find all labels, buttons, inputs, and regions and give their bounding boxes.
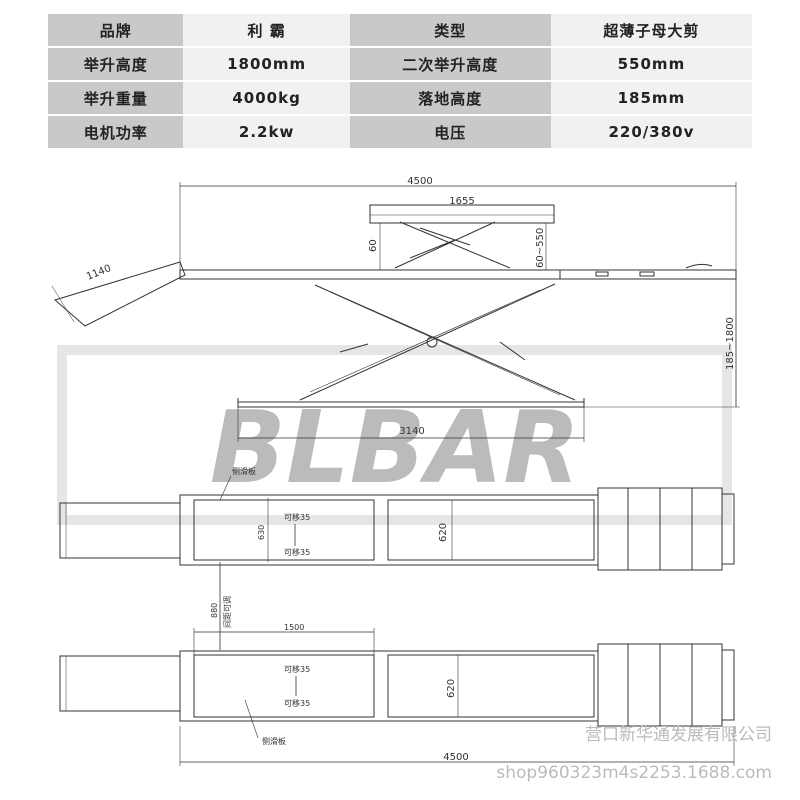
spec-value: 4000kg — [183, 81, 350, 116]
spec-key: 类型 — [349, 14, 551, 48]
dim-secondary-offset: 60 — [368, 239, 379, 252]
dim-gap: 880 — [210, 603, 219, 618]
spec-key: 电机功率 — [48, 115, 184, 150]
dim-width-inner: 620 — [438, 523, 449, 542]
dim-width-inner-2: 620 — [446, 679, 457, 698]
dim-overall-length: 4500 — [407, 176, 432, 187]
top-view-1 — [59, 475, 735, 650]
spec-value: 超薄子母大剪 — [550, 14, 752, 48]
spec-value: 1800mm — [183, 47, 350, 82]
dim-lift-range: 185~1800 — [725, 317, 736, 370]
spec-key: 品牌 — [48, 14, 184, 48]
move-label-down: 可移35 — [284, 547, 310, 557]
spec-value: 185mm — [550, 81, 752, 116]
move-label-down-2: 可移35 — [284, 698, 310, 708]
spec-row: 举升高度 1800mm 二次举升高度 550mm — [48, 47, 752, 82]
spec-key: 举升重量 — [48, 81, 184, 116]
spec-value: 2.2kw — [183, 115, 350, 150]
spec-key: 电压 — [349, 115, 551, 150]
spec-key: 落地高度 — [349, 81, 551, 116]
spec-value: 550mm — [550, 47, 752, 82]
spec-key: 二次举升高度 — [349, 47, 551, 82]
dim-secondary-length: 1500 — [284, 623, 304, 632]
spec-value: 220/380v — [550, 115, 752, 150]
watermark-logo: BLBAR — [57, 345, 732, 525]
dim-width-outer: 630 — [257, 525, 266, 540]
move-label-up: 可移35 — [284, 512, 310, 522]
spec-row: 电机功率 2.2kw 电压 220/380v — [48, 115, 752, 150]
dim-base-length: 3140 — [399, 426, 424, 437]
spec-table: 品牌 利 霸 类型 超薄子母大剪 举升高度 1800mm 二次举升高度 550m… — [48, 14, 752, 150]
watermark-company: 营口新华通发展有限公司 — [585, 725, 772, 745]
dim-secondary-range: 60~550 — [535, 228, 546, 268]
top-view-2 — [59, 628, 735, 766]
gap-note: 间距可调 — [223, 596, 232, 628]
slide-plate-label-2: 侧滑板 — [262, 736, 286, 746]
dim-overall-length-2: 4500 — [443, 752, 468, 763]
move-label-up-2: 可移35 — [284, 664, 310, 674]
spec-value: 利 霸 — [183, 14, 350, 48]
dim-ramp-length: 1140 — [85, 263, 113, 283]
svg-text:BLBAR: BLBAR — [210, 389, 581, 506]
spec-row: 品牌 利 霸 类型 超薄子母大剪 — [48, 14, 752, 48]
spec-key: 举升高度 — [48, 47, 184, 82]
side-view — [51, 182, 740, 442]
spec-row: 举升重量 4000kg 落地高度 185mm — [48, 81, 752, 116]
slide-plate-label: 侧滑板 — [232, 466, 256, 476]
dim-platform-length: 1655 — [449, 196, 474, 207]
watermark-shop: shop960323m4s2253.1688.com — [496, 763, 772, 783]
